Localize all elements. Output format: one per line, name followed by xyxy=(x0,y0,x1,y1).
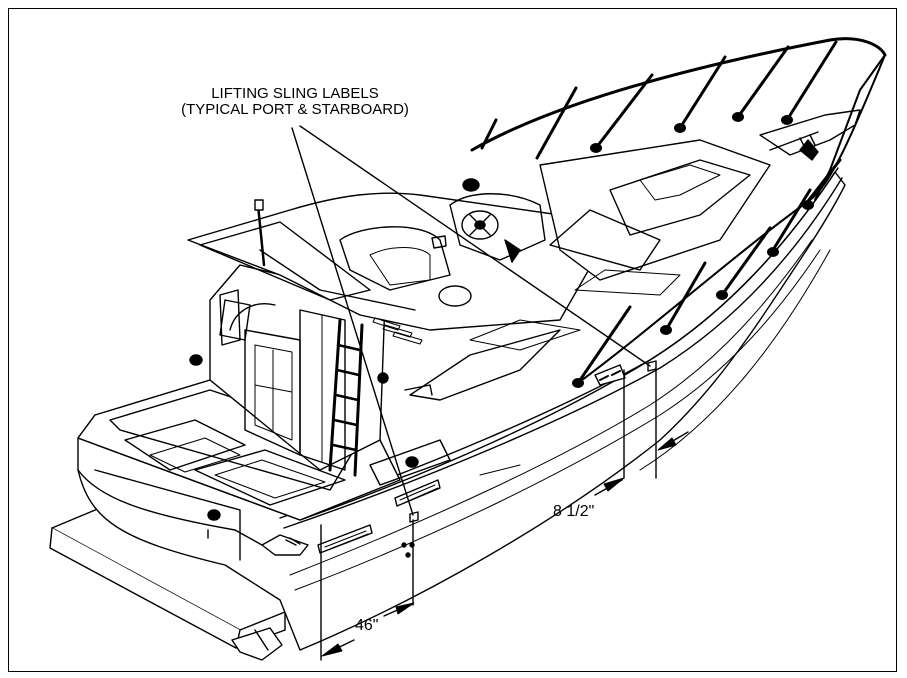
dimension-8-half xyxy=(623,367,657,479)
arrow-8-half-down xyxy=(657,431,689,451)
drive-unit xyxy=(231,627,283,661)
arrow-46-right xyxy=(383,602,415,617)
dimension-label-8-half: 8 1/2" xyxy=(553,503,595,520)
canvas-snaps xyxy=(572,112,814,388)
hull-vents xyxy=(317,479,441,558)
arrow-8-half-up xyxy=(594,477,625,496)
callout-label: LIFTING SLING LABELS (TYPICAL PORT & STA… xyxy=(150,86,440,118)
foredeck xyxy=(404,109,861,401)
callout-leaders xyxy=(291,125,651,516)
dimension-46 xyxy=(320,519,414,661)
flybridge xyxy=(187,178,601,345)
hull xyxy=(77,167,846,651)
callout-line-1: LIFTING SLING LABELS xyxy=(211,85,379,102)
arrow-46-left xyxy=(321,639,355,657)
canvas-top xyxy=(470,37,887,385)
callout-line-2: (TYPICAL PORT & STARBOARD) xyxy=(181,101,409,118)
dimension-label-46: 46" xyxy=(355,617,379,634)
